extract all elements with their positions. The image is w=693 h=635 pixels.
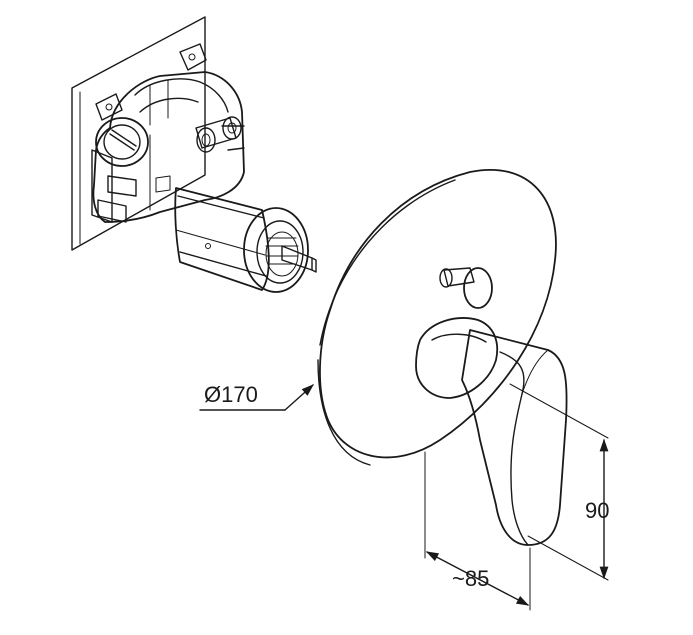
- diameter-dimension: Ø170: [199, 382, 314, 411]
- height-dimension: 90: [509, 383, 609, 581]
- cover-plate: [317, 169, 557, 466]
- concealed-valve-body: [91, 43, 317, 293]
- wall-plate: [71, 16, 206, 251]
- depth-label: ~85: [452, 566, 489, 591]
- depth-dimension: ~85: [424, 451, 531, 611]
- diverter-knob: [439, 267, 493, 309]
- height-label: 90: [585, 498, 609, 523]
- diameter-label: Ø170: [204, 382, 258, 407]
- lever-handle: [415, 317, 568, 546]
